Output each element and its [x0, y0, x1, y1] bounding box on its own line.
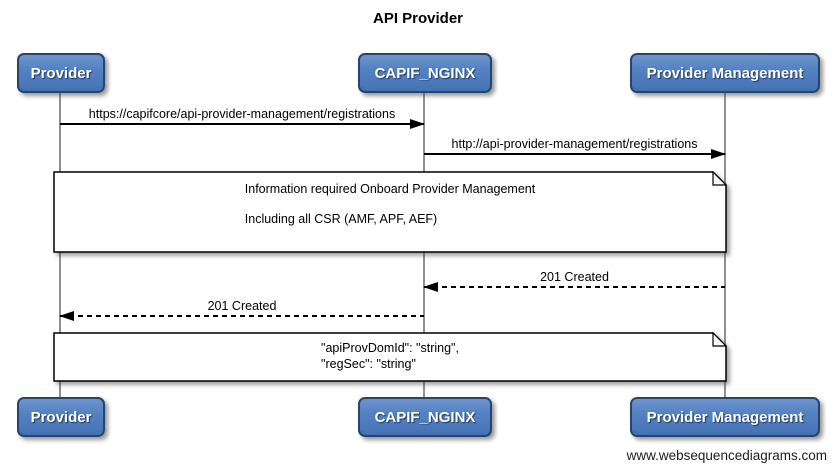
message-label: https://capifcore/api-provider-managemen… — [88, 107, 396, 121]
actor-provider-bottom: Provider — [17, 397, 105, 437]
arrowhead-right-icon — [711, 149, 726, 159]
message-201-created-capif: 201 Created — [59, 298, 424, 321]
message-label: 201 Created — [207, 299, 277, 313]
message-line — [423, 282, 725, 292]
message-label: 201 Created — [540, 270, 609, 284]
note-onboard-information: Information required Onboard Provider Ma… — [53, 171, 727, 253]
actor-capif-nginx-bottom: CAPIF_NGINX — [358, 397, 492, 437]
message-line — [424, 149, 726, 159]
note-shape — [53, 171, 727, 253]
arrowhead-left-icon — [59, 311, 74, 321]
note-response-body: "apiProvDomId": "string", "regSec": "str… — [53, 332, 727, 382]
actor-provider-top: Provider — [17, 53, 105, 93]
arrowhead-right-icon — [410, 119, 425, 129]
message-onboard-request: https://capifcore/api-provider-managemen… — [60, 106, 425, 129]
actor-provider-management-label: Provider Management — [646, 408, 804, 426]
message-line — [59, 311, 424, 321]
message-line-dashed — [60, 315, 424, 317]
message-line-dashed — [424, 286, 725, 288]
note-text: Information required Onboard Provider Ma… — [53, 171, 727, 253]
message-line — [60, 119, 425, 129]
watermark-text: www.websequencediagrams.com — [626, 448, 827, 463]
message-forward-request: http://api-provider-management/registrat… — [424, 136, 726, 159]
diagram-title: API Provider — [372, 10, 464, 27]
note-text: "apiProvDomId": "string", "regSec": "str… — [53, 332, 727, 382]
note-line: Including all CSR (AMF, APF, AEF) — [244, 212, 438, 226]
note-line: Information required Onboard Provider Ma… — [244, 182, 536, 196]
arrowhead-left-icon — [423, 282, 438, 292]
message-line-solid — [60, 123, 424, 125]
actor-capif-nginx-top: CAPIF_NGINX — [358, 53, 492, 93]
note-shape — [53, 332, 727, 382]
note-line: "regSec": "string" — [321, 357, 416, 371]
note-fold-icon — [712, 171, 727, 186]
message-201-created-pm: 201 Created — [423, 269, 725, 292]
actor-provider-label: Provider — [30, 408, 92, 426]
actor-provider-management-bottom: Provider Management — [630, 397, 820, 437]
actor-capif-nginx-label: CAPIF_NGINX — [374, 408, 476, 426]
message-label: http://api-provider-management/registrat… — [451, 137, 698, 151]
actor-provider-management-label: Provider Management — [646, 64, 804, 82]
actor-capif-nginx-label: CAPIF_NGINX — [374, 64, 476, 82]
actor-provider-management-top: Provider Management — [630, 53, 820, 93]
note-fold-icon — [712, 332, 727, 347]
message-line-solid — [424, 153, 725, 155]
note-line: "apiProvDomId": "string", — [321, 341, 459, 355]
actor-provider-label: Provider — [30, 64, 92, 82]
